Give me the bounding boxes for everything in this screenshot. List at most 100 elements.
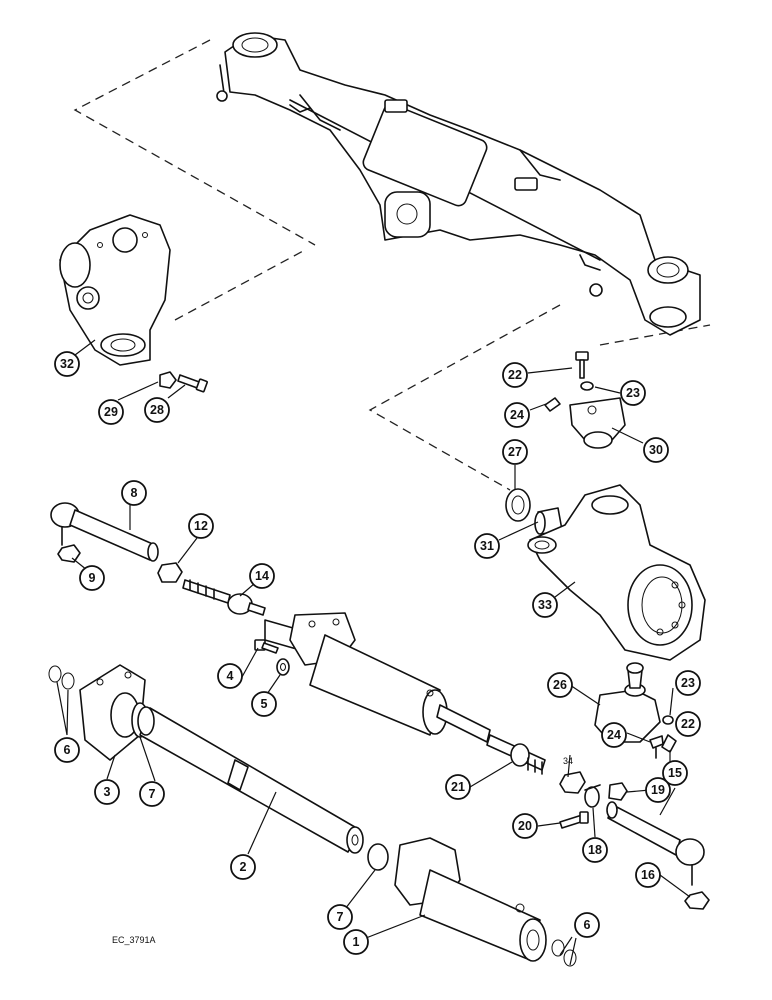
bolt-28 — [177, 374, 208, 393]
callout-9: 9 — [79, 565, 105, 591]
callout-4: 4 — [217, 663, 243, 689]
grease-nipple-24-lower — [649, 735, 664, 759]
nut-19 — [608, 782, 628, 801]
steering-knuckle-33 — [527, 484, 706, 661]
callout-31: 31 — [474, 533, 500, 559]
callout-15: 15 — [662, 760, 688, 786]
callout-21: 21 — [445, 774, 471, 800]
bolt-22-lower — [661, 734, 677, 753]
callout-26-label: 26 — [553, 678, 567, 692]
callout-27: 27 — [502, 439, 528, 465]
callout-6-right: 6 — [574, 912, 600, 938]
callout-7-left-label: 7 — [149, 787, 156, 801]
callout-3: 3 — [94, 779, 120, 805]
o-ring-7-right — [367, 843, 389, 871]
callout-2-label: 2 — [240, 860, 247, 874]
washer-23-upper — [580, 381, 594, 391]
callout-6-left: 6 — [54, 737, 80, 763]
callout-23-lower-label: 23 — [681, 676, 695, 690]
tie-rod-end-8 — [50, 502, 159, 562]
bolt-22-upper — [575, 351, 589, 379]
callout-29: 29 — [98, 399, 124, 425]
dashed-reference-lines — [73, 39, 711, 491]
callout-18: 18 — [582, 837, 608, 863]
steering-cylinder-upper — [264, 612, 546, 775]
nut-29 — [159, 371, 177, 389]
callout-12-label: 12 — [194, 519, 208, 533]
callout-1-label: 1 — [353, 935, 360, 949]
callout-23-upper: 23 — [620, 380, 646, 406]
callout-32-label: 32 — [60, 357, 74, 371]
nut-16 — [684, 891, 710, 910]
callout-20-label: 20 — [518, 819, 532, 833]
callout-14-label: 14 — [255, 569, 269, 583]
callout-28-label: 28 — [150, 403, 164, 417]
seal-6-left — [48, 665, 75, 690]
callout-22-upper-label: 22 — [508, 368, 522, 382]
callout-28: 28 — [144, 397, 170, 423]
callout-16-label: 16 — [641, 868, 655, 882]
callout-14: 14 — [249, 563, 275, 589]
callout-12: 12 — [188, 513, 214, 539]
callout-23-upper-label: 23 — [626, 386, 640, 400]
callout-32: 32 — [54, 351, 80, 377]
leader-lines — [56, 339, 691, 966]
front-axle-housing — [216, 32, 701, 336]
locknut-12 — [157, 562, 183, 583]
grease-nipple-24-upper — [544, 397, 561, 412]
callout-24-upper: 24 — [504, 402, 530, 428]
swivel-housing-32 — [59, 214, 171, 366]
callout-18-label: 18 — [588, 843, 602, 857]
callout-9-label: 9 — [89, 571, 96, 585]
cylinder-tube-2 — [137, 706, 364, 854]
callout-24-lower: 24 — [601, 722, 627, 748]
callout-22-upper: 22 — [502, 362, 528, 388]
callout-8: 8 — [121, 480, 147, 506]
callout-24-lower-label: 24 — [607, 728, 621, 742]
callout-21-label: 21 — [451, 780, 465, 794]
callout-30-label: 30 — [649, 443, 663, 457]
callout-30: 30 — [643, 437, 669, 463]
callout-22-lower-label: 22 — [681, 717, 695, 731]
callout-19-label: 19 — [651, 783, 665, 797]
washer-5 — [276, 658, 290, 676]
label-34: 34 — [563, 756, 573, 766]
callout-7-left: 7 — [139, 781, 165, 807]
callout-3-label: 3 — [104, 785, 111, 799]
clamp-18 — [584, 784, 601, 808]
callout-7-right-label: 7 — [337, 910, 344, 924]
callout-5: 5 — [251, 691, 277, 717]
callout-24-upper-label: 24 — [510, 408, 524, 422]
callout-6-left-label: 6 — [64, 743, 71, 757]
callout-16: 16 — [635, 862, 661, 888]
seal-27 — [505, 488, 531, 522]
nut-9 — [57, 544, 81, 563]
callout-8-label: 8 — [131, 486, 138, 500]
callout-2: 2 — [230, 854, 256, 880]
callout-23-lower: 23 — [675, 670, 701, 696]
adjuster-14 — [182, 579, 266, 616]
bolt-4 — [254, 639, 279, 654]
washer-23-lower — [662, 715, 674, 725]
callout-26: 26 — [547, 672, 573, 698]
bolt-20 — [559, 811, 589, 829]
callout-4-label: 4 — [227, 669, 234, 683]
callout-33-label: 33 — [538, 598, 552, 612]
callout-22-lower: 22 — [675, 711, 701, 737]
callout-29-label: 29 — [104, 405, 118, 419]
callout-1: 1 — [343, 929, 369, 955]
callout-5-label: 5 — [261, 697, 268, 711]
locknut-34 — [559, 771, 586, 794]
callout-7-right: 7 — [327, 904, 353, 930]
callout-27-label: 27 — [508, 445, 522, 459]
callout-6-right-label: 6 — [584, 918, 591, 932]
kingpin-cap-30 — [569, 397, 626, 449]
callout-20: 20 — [512, 813, 538, 839]
figure-reference: EC_3791A — [112, 935, 156, 945]
callout-19: 19 — [645, 777, 671, 803]
cylinder-body-1 — [394, 837, 547, 962]
tie-rod-end-15 — [606, 801, 705, 886]
callout-33: 33 — [532, 592, 558, 618]
